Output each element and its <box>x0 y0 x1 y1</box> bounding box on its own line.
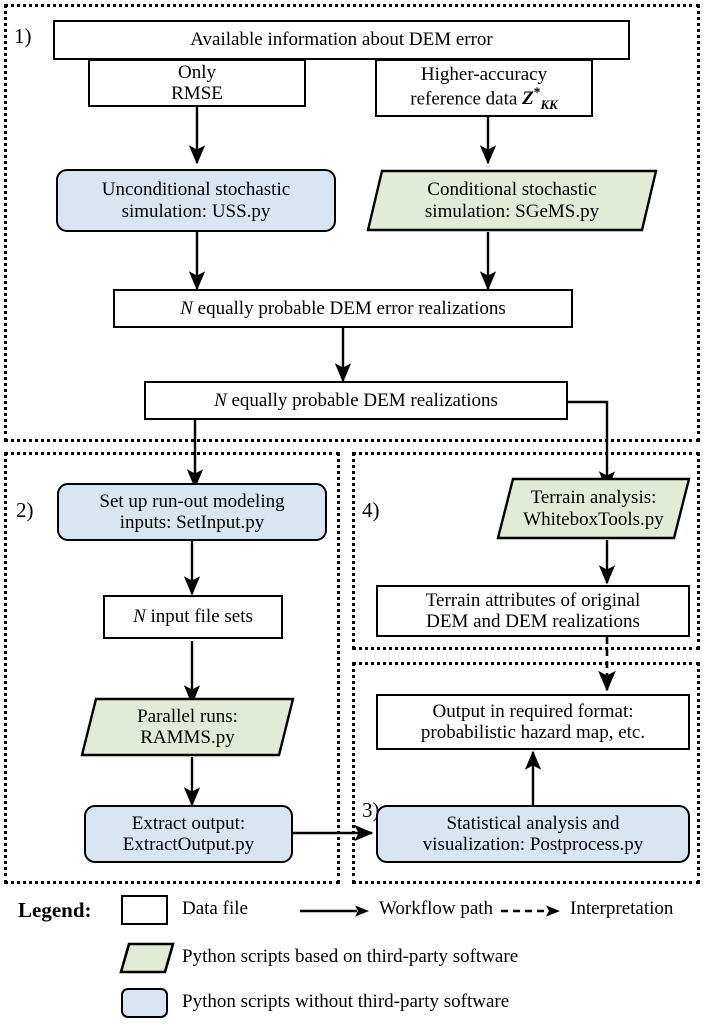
node-error-realizations-label: N equally probable DEM error realization… <box>180 298 506 319</box>
z-letter: Z <box>522 88 534 110</box>
node-sgems[interactable]: Conditional stochastic simulation: SGeMS… <box>366 169 658 232</box>
node-dem-realizations-rest: equally probable DEM realizations <box>226 389 498 411</box>
legend-swatch-interpretation-arrow <box>501 905 560 917</box>
z-symbol: Z*KK <box>522 84 558 112</box>
node-only-rmse-line1: Only <box>178 61 216 83</box>
section-panel-1 <box>4 4 700 442</box>
legend-label-python-own: Python scripts without third-party softw… <box>182 991 510 1012</box>
node-ramms[interactable]: Parallel runs: RAMMS.py <box>80 697 295 757</box>
node-terrain-attributes-line2: DEM and DEM realizations <box>426 611 640 632</box>
node-higher-accuracy-line2: reference data Z*KK <box>410 85 557 113</box>
legend-label-data-file: Data file <box>182 898 248 919</box>
legend-label-workflow-path: Workflow path <box>379 898 494 919</box>
section-number-1: 1) <box>14 24 32 48</box>
node-terrain-attributes-line1: Terrain attributes of original <box>425 589 641 611</box>
node-higher-accuracy[interactable]: Higher-accuracy reference data Z*KK <box>375 59 593 117</box>
legend-swatch-data-file <box>121 895 168 925</box>
node-postprocess[interactable]: Statistical analysis and visualization: … <box>376 805 690 863</box>
z-superscript: * <box>533 84 541 100</box>
node-uss-line2: simulation: USS.py <box>121 200 271 222</box>
node-extract-output[interactable]: Extract output: ExtractOutput.py <box>84 805 293 863</box>
node-whitebox[interactable]: Terrain analysis: WhiteboxTools.py <box>496 477 691 540</box>
node-only-rmse[interactable]: Only RMSE <box>88 59 306 107</box>
legend-swatch-python-thirdparty <box>119 942 175 974</box>
n-symbol-dem: N <box>214 389 227 411</box>
section-number-3: 3) <box>362 798 380 822</box>
node-error-realizations[interactable]: N equally probable DEM error realization… <box>113 289 573 328</box>
node-extract-output-line1: Extract output: <box>131 812 246 834</box>
reference-data-text: reference data <box>410 88 523 110</box>
section-panel-2 <box>4 452 340 884</box>
section-number-4: 4) <box>362 498 380 522</box>
node-uss-line1: Unconditional stochastic <box>101 179 291 201</box>
node-available-info[interactable]: Available information about DEM error <box>53 20 630 60</box>
node-available-info-label: Available information about DEM error <box>190 29 493 51</box>
legend-swatch-python-own <box>121 988 168 1018</box>
node-output-format-line1: Output in required format: <box>432 700 634 722</box>
node-dem-realizations-label: N equally probable DEM realizations <box>214 390 498 411</box>
legend-title: Legend: <box>18 898 92 922</box>
section-panel-3 <box>352 662 700 884</box>
node-setinput[interactable]: Set up run-out modeling inputs: SetInput… <box>57 483 327 541</box>
node-setinput-line1: Set up run-out modeling <box>99 490 285 512</box>
z-subscript: KK <box>540 96 558 112</box>
section-number-2: 2) <box>16 498 34 522</box>
legend-label-interpretation: Interpretation <box>570 898 674 919</box>
node-output-format-line2: probabilistic hazard map, etc. <box>420 722 646 743</box>
legend: Legend: Data file Workflow path Interpre… <box>0 885 704 1024</box>
section-panel-4 <box>352 452 700 650</box>
n-symbol-error: N <box>180 297 193 319</box>
node-postprocess-line1: Statistical analysis and <box>446 812 620 834</box>
node-only-rmse-line2: RMSE <box>171 83 223 104</box>
node-postprocess-line2: visualization: Postprocess.py <box>422 834 644 855</box>
node-higher-accuracy-line1: Higher-accuracy <box>420 63 548 85</box>
node-input-file-sets-label: N input file sets <box>133 606 253 627</box>
legend-label-python-thirdparty: Python scripts based on third-party soft… <box>182 946 519 967</box>
node-input-file-sets[interactable]: N input file sets <box>103 595 283 639</box>
legend-swatch-workflow-arrow <box>300 905 369 917</box>
node-extract-output-line2: ExtractOutput.py <box>122 834 255 855</box>
node-output-format[interactable]: Output in required format: probabilistic… <box>376 694 690 750</box>
node-terrain-attributes[interactable]: Terrain attributes of original DEM and D… <box>376 585 690 637</box>
node-uss[interactable]: Unconditional stochastic simulation: USS… <box>56 169 336 232</box>
node-error-realizations-rest: equally probable DEM error realizations <box>192 297 506 319</box>
n-symbol-input: N <box>133 606 146 628</box>
node-input-file-sets-rest: input file sets <box>145 606 253 628</box>
node-setinput-line2: inputs: SetInput.py <box>119 512 265 533</box>
node-dem-realizations[interactable]: N equally probable DEM realizations <box>144 381 568 420</box>
